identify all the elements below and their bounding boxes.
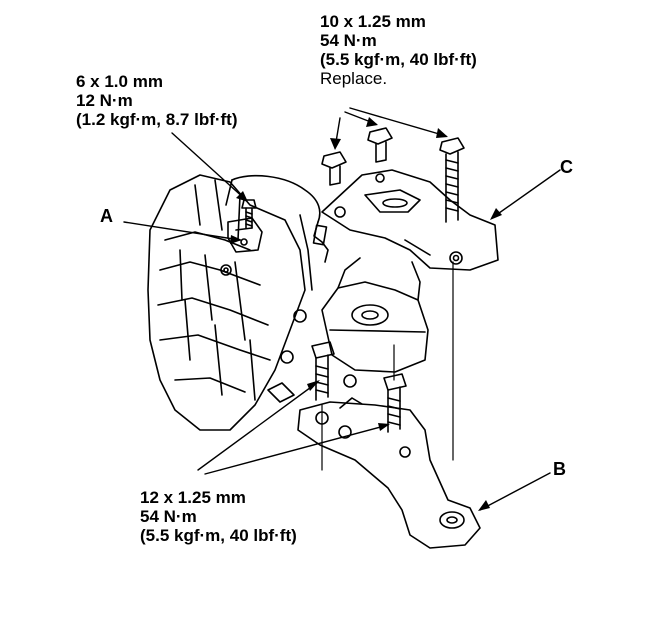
spec-top-bolts: 10 x 1.25 mm 54 N·m (5.5 kgf·m, 40 lbf·f… — [320, 12, 477, 88]
spec-top-size: 10 x 1.25 mm — [320, 12, 426, 31]
spec-small-size: 6 x 1.0 mm — [76, 72, 163, 91]
spec-lower-torque: 54 N·m — [140, 507, 197, 526]
top-bolts — [321, 127, 465, 223]
spec-small-torque-alt: (1.2 kgf·m, 8.7 lbf·ft) — [76, 110, 238, 129]
transmission-housing — [147, 174, 313, 431]
spec-lower-bolts: 12 x 1.25 mm 54 N·m (5.5 kgf·m, 40 lbf·f… — [140, 488, 297, 545]
spec-top-note: Replace. — [320, 69, 388, 88]
alignment-lines — [321, 261, 454, 471]
spec-top-torque: 54 N·m — [320, 31, 377, 50]
spec-top-torque-alt: (5.5 kgf·m, 40 lbf·ft) — [320, 50, 477, 69]
spec-lower-size: 12 x 1.25 mm — [140, 488, 246, 507]
rubber-mount — [321, 257, 429, 373]
small-bolt — [241, 199, 257, 229]
arrowheads — [230, 117, 502, 511]
lower-bracket-b — [297, 374, 481, 549]
callout-b: B — [553, 459, 566, 479]
spec-small-bolt: 6 x 1.0 mm 12 N·m (1.2 kgf·m, 8.7 lbf·ft… — [76, 72, 238, 129]
lower-bolts — [311, 341, 407, 433]
callout-a: A — [100, 206, 113, 226]
spec-lower-torque-alt: (5.5 kgf·m, 40 lbf·ft) — [140, 526, 297, 545]
spec-small-torque: 12 N·m — [76, 91, 133, 110]
mount-bracket-c — [321, 169, 499, 271]
callout-c: C — [560, 157, 573, 177]
leader-lines — [123, 107, 561, 511]
bracket-a — [225, 174, 329, 263]
